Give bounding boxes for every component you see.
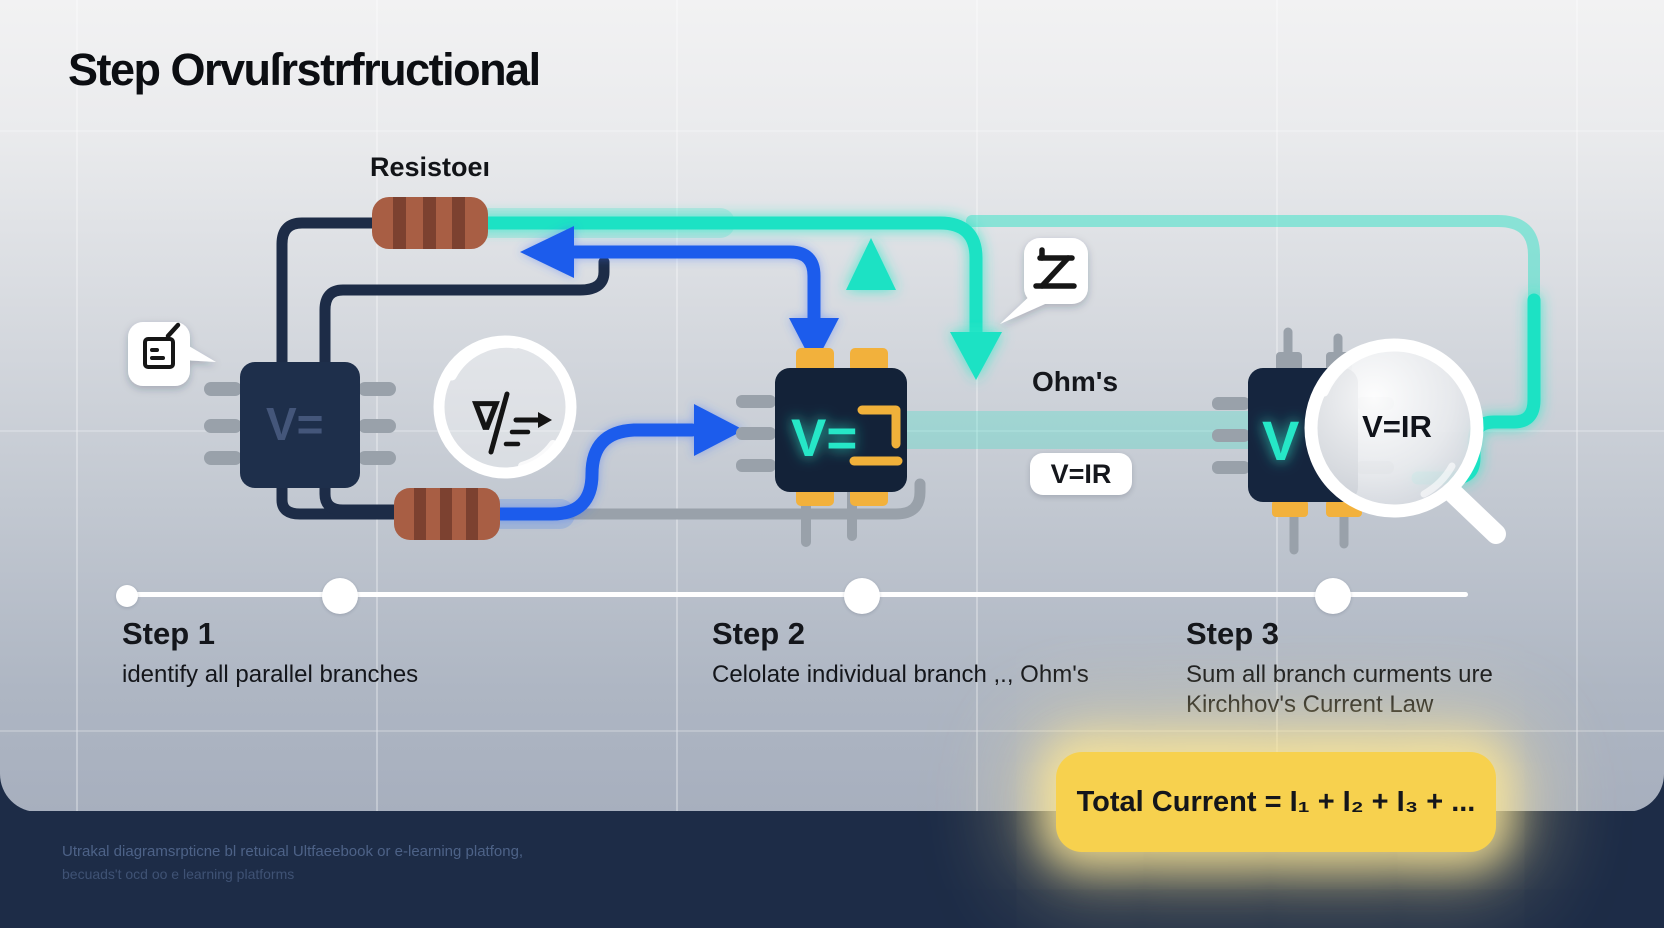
timeline-dot-step1 — [322, 578, 358, 614]
total-current-formula: Total Current = I₁ + I₂ + I₃ + ... — [1076, 785, 1476, 818]
step-1-description: identify all parallel branches — [122, 661, 419, 688]
magnifier-handle — [1442, 482, 1506, 544]
timeline-dot-step2 — [844, 578, 880, 614]
ohms-law-label: Ohm's — [1032, 366, 1119, 397]
teal-arrow-down — [950, 332, 1002, 380]
annotation-bubble-current — [1000, 238, 1088, 324]
resistor-label: Resistoeı — [370, 152, 491, 182]
annotation-bubble-edit — [128, 322, 216, 386]
blue-arrow-right — [694, 404, 744, 456]
teal-arrow-up — [846, 238, 896, 290]
timeline-dot-step3 — [1315, 578, 1351, 614]
resistor-top — [372, 197, 488, 249]
timeline-dot-start — [116, 585, 138, 607]
chip-1-label: V= — [266, 398, 324, 450]
step-1-block: Step 1 identify all parallel branches — [122, 616, 418, 689]
resistor-bottom — [394, 488, 500, 540]
timeline-line — [118, 592, 1468, 597]
formula-lens: ∇ — [433, 335, 577, 479]
blue-arrow-down — [789, 318, 839, 366]
ohms-formula-text: V=IR — [1050, 458, 1112, 489]
z-bar-icon — [1033, 247, 1077, 289]
wire-dark-loop — [276, 217, 610, 520]
blue-arrow-left — [520, 226, 574, 278]
blue-bottom-path — [457, 423, 699, 521]
step-2-description: Celolate individual branch ,., Ohm's — [712, 661, 1089, 688]
step-3-description-line2: Kirchhov's Current Law — [1186, 691, 1434, 718]
step-2-title: Step 2 — [712, 616, 806, 651]
step-1-title: Step 1 — [122, 616, 216, 651]
footer-caption-line1: Utrakal diagramsrpticne bl retuical Ultf… — [62, 843, 524, 860]
chip-3-label: V — [1262, 409, 1299, 472]
ohms-formula-badge: V=IR — [1030, 453, 1132, 495]
edit-square-icon — [143, 337, 175, 369]
chip-2-yellow-glyph — [849, 405, 903, 466]
chip-1: V= — [204, 362, 396, 488]
step-3-title: Step 3 — [1186, 616, 1280, 651]
chip-2-label: V= — [791, 409, 857, 468]
page-title: Step Orvuſrstrfructional — [68, 44, 541, 95]
footer-caption-line2: becuads't ocd oo e learning platforms — [62, 866, 295, 882]
magnifier — [1304, 338, 1506, 544]
blue-top-path — [565, 245, 821, 325]
magnifier-formula: V=IR — [1362, 409, 1432, 444]
step-3-description-line1: Sum all branch curments ure — [1186, 661, 1493, 688]
total-current-formula-box: Total Current = I₁ + I₂ + I₃ + ... — [1056, 752, 1496, 852]
step-3-block: Step 3 Sum all branch curments ure Kirch… — [1186, 616, 1493, 719]
magnifier-lens — [1304, 338, 1484, 518]
teal-branch-down — [451, 216, 983, 339]
chip-2: V= — [736, 348, 907, 506]
step-2-block: Step 2 Celolate individual branch ,., Oh… — [712, 616, 1089, 689]
